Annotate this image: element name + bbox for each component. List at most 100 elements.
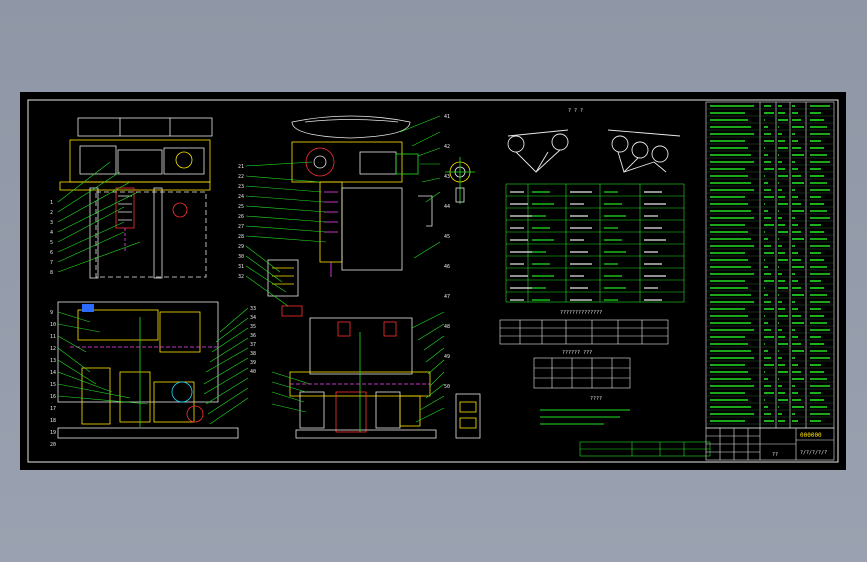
part-number-label: 46 (444, 264, 450, 270)
parts-list-row (706, 406, 834, 411)
parts-list-rows (706, 105, 834, 425)
parts-list-row (706, 238, 834, 243)
part-number-label: 38 (250, 351, 256, 357)
parts-list-row (706, 231, 834, 236)
leader-lines (57, 115, 445, 425)
parts-list-row (706, 133, 834, 138)
parts-list-row (706, 287, 834, 292)
parts-list-row (706, 364, 834, 369)
part-number-label: 28 (238, 234, 244, 240)
parts-list-row (706, 182, 834, 187)
part-number-label: 6 (50, 250, 53, 256)
table2-title: ?????????????? (560, 310, 602, 316)
part-number-label: 31 (238, 264, 244, 270)
secondary-table (499, 319, 669, 345)
part-number-label: 1 (50, 200, 53, 206)
part-number-label: 39 (250, 360, 256, 366)
bottom-strip-table (579, 441, 711, 457)
part-number-label: 48 (444, 324, 450, 330)
parts-list-row (706, 280, 834, 285)
parts-list-row (706, 357, 834, 362)
parts-list-row (706, 161, 834, 166)
parts-list-row (706, 371, 834, 376)
top-table-caption: ? ? ? (568, 108, 583, 114)
part-number-label: 4 (50, 230, 53, 236)
part-number-label: 24 (238, 194, 244, 200)
part-number-label: 9 (50, 310, 53, 316)
part-number-label: 35 (250, 324, 256, 330)
middle-top-view (267, 115, 433, 317)
part-number-label: 12 (50, 346, 56, 352)
technical-notes (540, 409, 630, 425)
table3-title: ?????? ??? (562, 350, 592, 356)
part-number-label: 21 (238, 164, 244, 170)
part-number-label: 45 (444, 234, 450, 240)
parts-list-row (706, 399, 834, 404)
parts-list-row (706, 322, 834, 327)
part-number-label: 37 (250, 342, 256, 348)
part-number-label: 26 (238, 214, 244, 220)
part-number-label: 29 (238, 244, 244, 250)
part-number-label: 50 (444, 384, 450, 390)
third-table (533, 357, 631, 389)
parts-list-row (706, 329, 834, 334)
part-number-label: 27 (238, 224, 244, 230)
part-number-label: 43 (444, 174, 450, 180)
parts-list-row (706, 196, 834, 201)
parts-list-row (706, 210, 834, 215)
left-bottom-view (57, 301, 239, 439)
parts-list-row (706, 112, 834, 117)
parts-list-row (706, 385, 834, 390)
title-block (705, 427, 835, 461)
parts-list-row (706, 273, 834, 278)
left-top-view (59, 117, 213, 279)
main-parameter-table (505, 183, 685, 303)
parts-list-row (706, 140, 834, 145)
parts-list-row (706, 154, 834, 159)
parts-list-row (706, 217, 834, 222)
part-number-label: 5 (50, 240, 53, 246)
part-number-label: 25 (238, 204, 244, 210)
part-number-label: 44 (444, 204, 450, 210)
parts-list-row (706, 308, 834, 313)
parts-list-row (706, 266, 834, 271)
part-number-label: 47 (444, 294, 450, 300)
parts-list-row (706, 315, 834, 320)
notes-title: ???? (590, 396, 602, 402)
parts-list-row (706, 119, 834, 124)
parts-list-row (706, 126, 834, 131)
outer-border (27, 99, 839, 463)
part-number-label: 15 (50, 382, 56, 388)
parts-list-row (706, 147, 834, 152)
part-number-label: 36 (250, 333, 256, 339)
part-number-label: 13 (50, 358, 56, 364)
parts-list-row (706, 168, 834, 173)
scale-text: ?/?/?/?/? (800, 450, 827, 456)
part-number-label: 20 (50, 442, 56, 448)
parts-list-row (706, 252, 834, 257)
parts-list-row (706, 203, 834, 208)
part-number-label: 8 (50, 270, 53, 276)
part-number-label: 16 (50, 394, 56, 400)
pulley-sketches (507, 129, 681, 173)
part-number-label: 7 (50, 260, 53, 266)
parts-list-row (706, 413, 834, 418)
part-number-label: 33 (250, 306, 256, 312)
parts-list-row (706, 336, 834, 341)
part-number-label: 41 (444, 114, 450, 120)
part-number-label: 17 (50, 406, 56, 412)
part-number-label: 3 (50, 220, 53, 226)
parts-list-row (706, 245, 834, 250)
middle-bottom-view (289, 317, 481, 439)
part-number-label: 32 (238, 274, 244, 280)
part-number-label: 42 (444, 144, 450, 150)
detail-circle-view (445, 157, 475, 204)
part-number-label: 19 (50, 430, 56, 436)
part-number-label: 23 (238, 184, 244, 190)
main-table-cells (510, 191, 666, 301)
